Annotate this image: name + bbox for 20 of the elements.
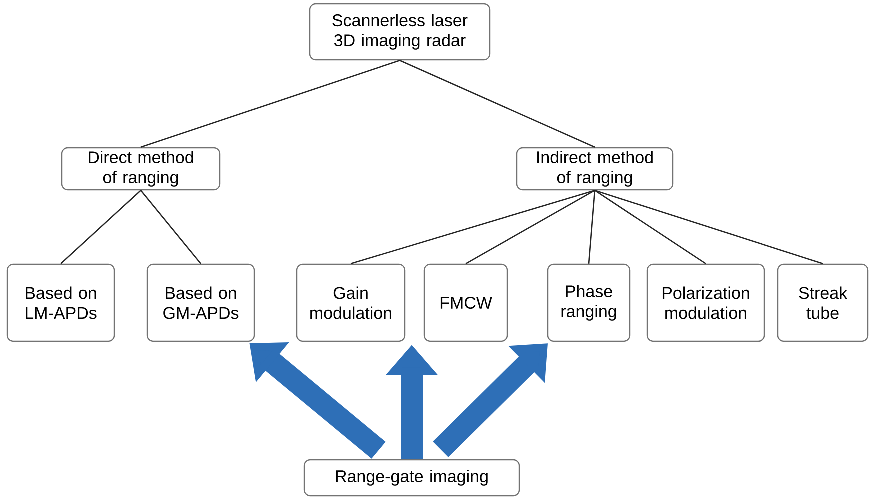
connector-line [140, 190, 202, 264]
process-box: Range-gate imaging [304, 459, 520, 497]
connector-line [140, 60, 400, 148]
connector-line [594, 190, 824, 265]
process-box: Direct method of ranging [61, 147, 221, 191]
connector-line [466, 190, 596, 264]
process-box: Based on LM-APDs [6, 264, 116, 342]
connector-line [588, 190, 596, 264]
process-box: FMCW [424, 264, 508, 342]
connector-line [594, 190, 706, 264]
process-box: Phase ranging [547, 264, 631, 342]
process-box: Based on GM-APDs [146, 264, 256, 342]
process-box: Gain modulation [296, 264, 406, 342]
connector-line [350, 190, 596, 265]
process-box: Polarization modulation [646, 264, 766, 342]
process-box: Indirect method of ranging [516, 147, 674, 191]
process-box: Streak tube [777, 264, 869, 342]
process-box: Scannerless laser 3D imaging radar [309, 3, 491, 61]
connector-line [60, 190, 142, 264]
connector-line [400, 60, 596, 148]
